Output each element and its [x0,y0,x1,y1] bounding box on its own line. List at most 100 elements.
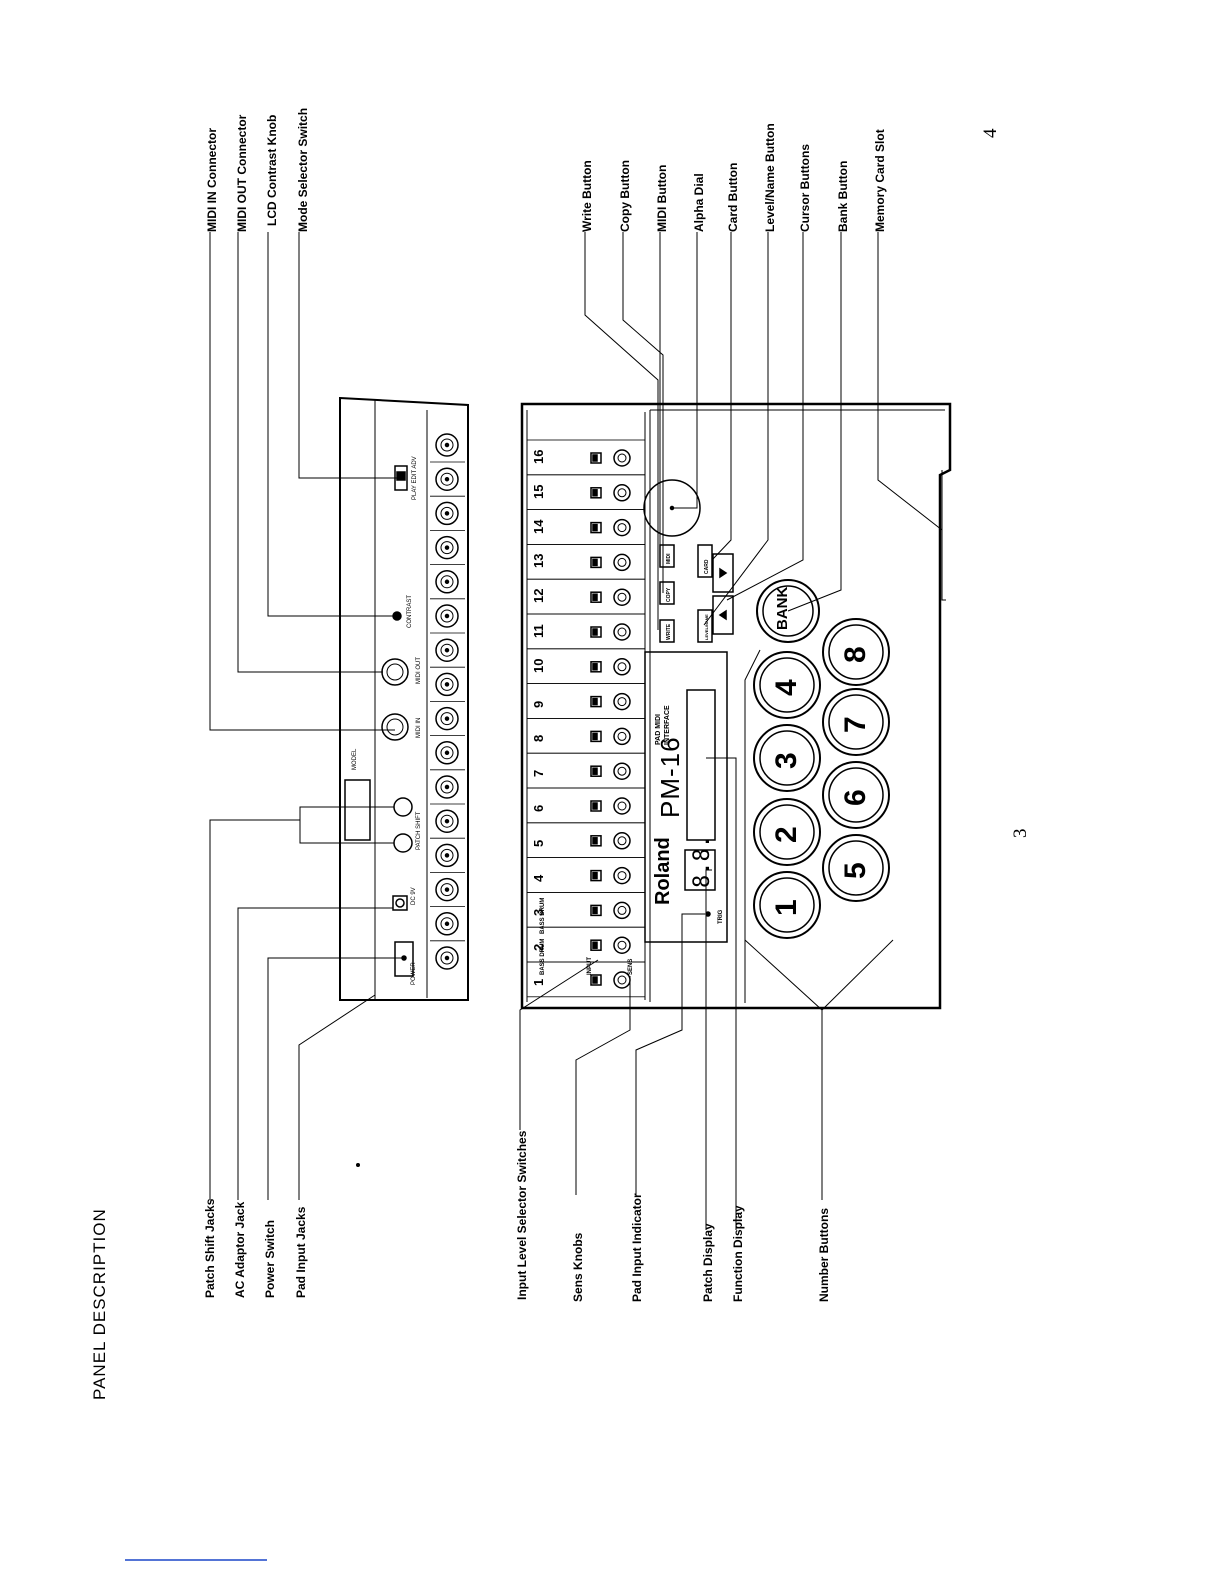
sens-knob[interactable] [613,449,631,467]
input-level-switch[interactable] [590,730,602,743]
sens-knob[interactable] [613,727,631,746]
midi-out-din[interactable] [381,658,409,686]
sens-knob[interactable] [613,658,631,676]
dc-jack[interactable] [392,895,408,911]
sens-knob[interactable] [613,901,631,920]
input-level-switch[interactable] [590,974,602,986]
sens-knob[interactable] [613,588,631,606]
pad-input-jack[interactable] [435,501,459,526]
sens-knob[interactable] [613,518,631,537]
label-sens-knobs: Sens Knobs [571,1232,585,1302]
channel-number: 11 [531,624,546,638]
channel-number: 15 [531,484,546,499]
channel-number: 3 [531,909,546,917]
card-button[interactable] [697,544,713,578]
input-level-switch[interactable] [590,939,602,951]
input-level-switch[interactable] [590,765,602,777]
input-level-switch[interactable] [590,521,602,534]
midi-in-din[interactable] [381,713,409,741]
patch-shift-down-jack[interactable] [393,833,413,853]
bank-button[interactable] [756,579,820,643]
page-number-left: 3 [1010,828,1031,839]
pad-input-jack[interactable] [435,946,459,970]
sens-knob[interactable] [613,832,631,850]
patch-shift-up-jack[interactable] [393,797,413,817]
input-level-switch[interactable] [590,695,602,708]
sens-knob[interactable] [613,936,631,954]
input-level-switch[interactable] [590,452,602,464]
display-panel [644,651,728,943]
write-button[interactable] [659,619,675,643]
pad-input-jack[interactable] [435,604,459,628]
input-level-switch[interactable] [590,626,602,638]
cursor-left-button[interactable] [712,595,734,635]
input-level-switch[interactable] [590,487,602,499]
input-level-switch[interactable] [590,556,602,569]
cursor-right-button[interactable] [712,553,734,593]
sens-knob[interactable] [613,692,631,711]
card-btn-text: CARD [704,559,710,574]
copy-button[interactable] [659,581,675,605]
pad-input-jack[interactable] [435,638,459,662]
number-button-8[interactable] [822,618,890,686]
copy-btn-text: COPY [666,587,672,602]
pad-input-jack[interactable] [435,843,459,868]
number-button-3[interactable] [753,724,821,792]
midi-in-label: MIDI IN [416,718,422,738]
input-level-switch[interactable] [590,661,602,673]
mode-label: PLAY EDIT ADV [412,456,418,500]
pad-input-jack[interactable] [435,706,459,731]
number-button-5[interactable] [822,834,890,902]
sens-knob[interactable] [613,623,631,641]
level-name-button[interactable] [697,609,713,643]
input-level-switch[interactable] [590,869,602,882]
pad-input-jack[interactable] [435,809,459,833]
sens-knob[interactable] [613,553,631,572]
pad-input-jack[interactable] [435,535,459,560]
pad-input-jack[interactable] [435,467,459,491]
number-button-2[interactable] [753,798,821,866]
label-midi-out: MIDI OUT Connector [235,114,249,232]
input-level-switch[interactable] [590,591,602,603]
number-button-7[interactable] [822,688,890,756]
label-write: Write Button [580,160,594,232]
function-display [686,689,716,841]
leader-lines [125,232,943,1561]
pad-input-jack[interactable] [435,433,459,457]
sens-knob[interactable] [613,797,631,815]
label-alpha-dial: Alpha Dial [692,173,706,232]
pad-input-jack[interactable] [435,672,459,697]
contrast-knob[interactable] [392,611,402,621]
number-button-label: 6 [839,789,872,806]
label-mode-selector: Mode Selector Switch [296,107,310,232]
input-level-switch[interactable] [590,800,602,812]
number-button-4[interactable] [753,651,821,719]
label-level-name: Level/Name Button [763,123,777,232]
number-button-6[interactable] [822,761,890,829]
channel-number: 13 [531,553,546,569]
pad-input-jack[interactable] [435,570,459,594]
pad-input-jack[interactable] [435,741,459,765]
alpha-dial[interactable] [643,479,701,537]
channel-number: 16 [531,449,546,464]
input-level-switch[interactable] [590,835,602,847]
input-level-switch[interactable] [590,904,602,917]
pad-input-jack[interactable] [435,775,459,799]
label-lcd-contrast: LCD Contrast Knob [265,114,279,226]
number-button-label: 5 [839,862,872,879]
sens-knob[interactable] [613,866,631,885]
channel-number: 5 [531,839,546,847]
number-button-1[interactable] [753,871,821,939]
pad-input-jack[interactable] [435,912,459,936]
dc-label: DC 9V [411,887,417,905]
label-card: Card Button [726,162,740,232]
pad-input-jack[interactable] [435,877,459,902]
sens-knob[interactable] [613,762,631,780]
sens-knob[interactable] [613,484,631,502]
label-pad-input: Pad Input Jacks [294,1206,308,1298]
midi-button[interactable] [659,544,675,568]
input-label: INPUT [587,957,593,975]
midi-out-label: MIDI OUT [416,657,422,684]
label-function-display: Function Display [731,1205,745,1302]
